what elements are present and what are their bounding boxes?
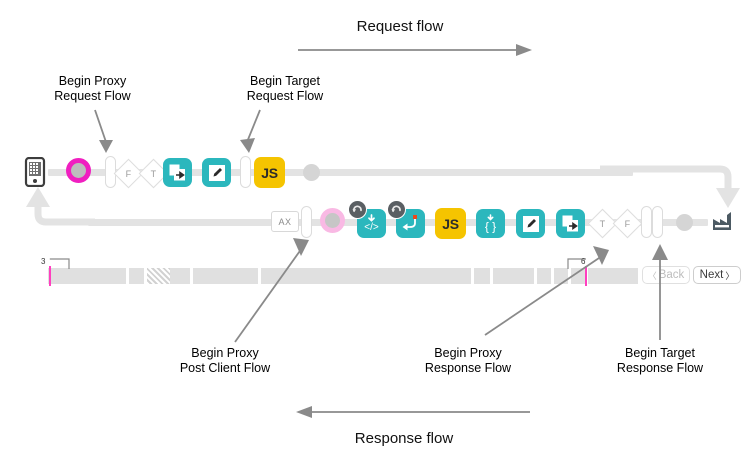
response-flow-title: Response flow [354, 430, 454, 447]
timeline-marker-left-label: 3 [41, 257, 46, 266]
policy-assign-message[interactable] [202, 158, 231, 187]
timeline-separator [126, 268, 129, 284]
condition-label: T [150, 168, 156, 178]
next-label: Next [699, 269, 724, 281]
request-rail-to-target [600, 165, 740, 208]
service-callout-icon [169, 164, 185, 181]
condition-true[interactable]: T [587, 208, 617, 238]
request-end-node[interactable] [303, 164, 320, 181]
request-start-node[interactable] [66, 158, 91, 183]
timeline-separator [144, 268, 147, 284]
policy-javascript[interactable]: JS [435, 208, 466, 239]
timeline-marker-left-bracket [49, 258, 70, 269]
policy-service-callout[interactable] [556, 209, 585, 238]
callout-arrow-post-client [234, 238, 309, 343]
condition-false[interactable]: F [612, 208, 642, 238]
assign-message-icon [208, 164, 225, 181]
callout-begin-proxy-response: Begin Proxy Response Flow [398, 346, 538, 376]
condition-label: F [125, 168, 131, 178]
analytics-node[interactable]: AX [271, 211, 299, 232]
timeline-marker-right-label: 6 [581, 257, 586, 266]
response-flow-arrow [296, 406, 530, 418]
flow-bar[interactable] [641, 206, 652, 238]
retry-badge-icon [348, 200, 367, 219]
svg-text:{ }: { } [485, 220, 496, 234]
callout-arrow-proxy-response [484, 246, 609, 336]
flow-bar[interactable] [652, 206, 663, 238]
back-label: Back [658, 269, 685, 281]
service-callout-icon [562, 215, 578, 232]
flow-bar[interactable] [301, 206, 312, 238]
request-flow-title: Request flow [356, 18, 444, 35]
condition-false[interactable]: F [113, 158, 143, 188]
response-start-node[interactable] [320, 208, 345, 233]
json-braces-icon: { } [485, 214, 496, 234]
policy-extract-variables-wrap[interactable]: </> [348, 200, 388, 240]
callout-line-2: Request Flow [54, 89, 131, 103]
timeline-separator [471, 268, 474, 284]
timeline-separator [534, 268, 537, 284]
callout-line-2: Response Flow [424, 361, 512, 375]
timeline-marker-right-bracket [567, 258, 586, 269]
timeline-separator [490, 268, 493, 284]
callout-line-2: Post Client Flow [179, 361, 271, 375]
next-chevron-icon: 〉 [725, 270, 735, 281]
back-chevron-icon: 〈 [647, 270, 657, 281]
callout-line-2: Response Flow [616, 361, 704, 375]
policy-json-threat[interactable]: { } [476, 209, 505, 238]
callout-line-1: Begin Target [250, 74, 320, 88]
javascript-label: JS [261, 164, 278, 181]
raise-fault-icon [402, 215, 417, 231]
assign-message-icon [522, 215, 539, 232]
callout-line-1: Begin Proxy [434, 346, 502, 360]
next-button[interactable]: Next 〉 [693, 266, 741, 284]
timeline-separator [258, 268, 261, 284]
svg-text:</>: </> [364, 222, 379, 233]
callout-begin-proxy-request: Begin Proxy Request Flow [25, 74, 160, 104]
timeline-separator [551, 268, 554, 284]
retry-icon [352, 205, 362, 213]
callout-line-2: Request Flow [246, 89, 324, 103]
policy-javascript[interactable]: JS [254, 157, 285, 188]
callout-begin-target-response: Begin Target Response Flow [590, 346, 730, 376]
timeline-separator [568, 268, 571, 284]
callout-arrow-target-response [652, 244, 668, 340]
retry-icon [391, 205, 401, 213]
policy-assign-message[interactable] [516, 209, 545, 238]
retry-badge-icon [387, 200, 406, 219]
condition-label: T [599, 218, 605, 228]
callout-line-1: Begin Proxy [191, 346, 259, 360]
javascript-label: JS [442, 215, 459, 232]
flow-bar[interactable] [240, 156, 251, 188]
response-rail-to-client [26, 187, 95, 226]
timeline-hatched-segment[interactable] [147, 268, 170, 284]
timeline-marker-left[interactable] [49, 266, 51, 286]
callout-begin-proxy-post-client: Begin Proxy Post Client Flow [155, 346, 295, 376]
mobile-device-icon [24, 157, 46, 187]
target-server-icon [713, 212, 731, 230]
callout-line-1: Begin Target [625, 346, 695, 360]
back-button[interactable]: 〈 Back [642, 266, 690, 284]
policy-service-callout[interactable] [163, 158, 192, 187]
callout-line-1: Begin Proxy [58, 74, 127, 88]
extract-variables-icon: </> [364, 214, 379, 233]
response-end-node[interactable] [676, 214, 693, 231]
condition-label: F [624, 218, 630, 228]
request-flow-arrow [298, 44, 532, 56]
callout-begin-target-request: Begin Target Request Flow [220, 74, 350, 104]
policy-raise-fault-wrap[interactable] [387, 200, 427, 240]
timeline-marker-right[interactable] [585, 266, 587, 286]
request-rail [48, 169, 633, 176]
callout-arrow-begin-proxy-request [94, 109, 113, 153]
ax-label: AX [278, 216, 292, 227]
timeline-separator [190, 268, 193, 284]
callout-arrow-begin-target-request [240, 109, 261, 153]
